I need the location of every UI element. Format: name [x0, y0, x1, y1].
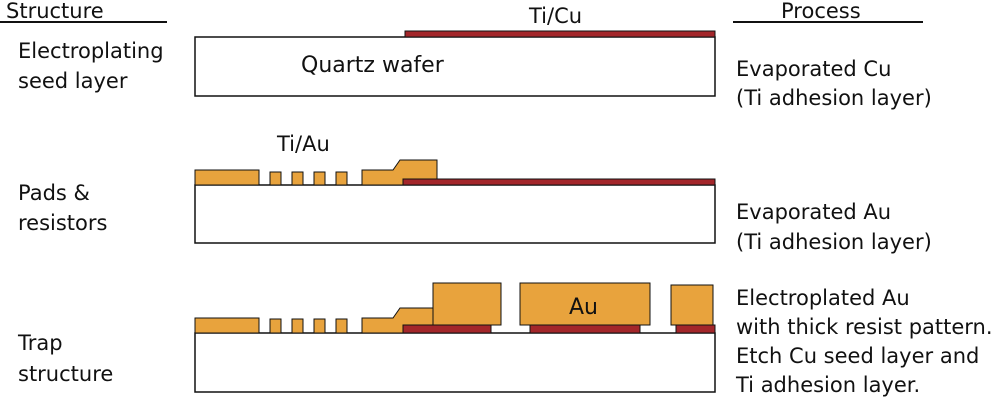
row2-ti-au-label: Ti/Au — [276, 132, 330, 156]
row2-resistor-4 — [335, 171, 348, 186]
row3-electroplated-au-block-2 — [519, 282, 651, 326]
row3-seed-layer-segment-3 — [675, 324, 716, 334]
row3-resistor-3 — [313, 318, 326, 334]
row2-quartz-wafer — [194, 184, 716, 244]
row1-process-line1: Evaporated Cu — [736, 57, 892, 81]
row2-resistor-1 — [269, 171, 282, 186]
row2-au-pad-left — [194, 169, 260, 186]
row3-seed-layer-segment-2 — [529, 324, 641, 334]
row3-resistor-1 — [269, 318, 282, 334]
row3-electroplated-au-block-3 — [670, 284, 714, 326]
row2-ti-cu-seed-layer — [402, 178, 716, 186]
row3-au-pad-left — [194, 317, 260, 334]
row1-quartz-wafer-label: Quartz wafer — [301, 53, 445, 78]
row1-structure-line2: seed layer — [18, 69, 128, 93]
row2-process-line2: (Ti adhesion layer) — [736, 230, 932, 254]
row1-ti-cu-seed-layer — [404, 30, 716, 38]
row3-quartz-wafer — [194, 332, 716, 393]
row2-structure-line1: Pads & — [18, 181, 90, 205]
ti-cu-label: Ti/Cu — [529, 4, 583, 28]
row1-structure-line1: Electroplating — [18, 39, 164, 63]
row2-process-line1: Evaporated Au — [736, 200, 892, 224]
row2-resistor-2 — [291, 171, 304, 186]
row3-au-label: Au — [569, 295, 598, 320]
row1-process-line2: (Ti adhesion layer) — [736, 86, 932, 110]
row3-seed-layer-segment-1 — [402, 324, 492, 334]
row3-structure-line2: structure — [18, 362, 114, 386]
row3-structure-line1: Trap — [18, 331, 63, 355]
row3-process-line1: Electroplated Au — [736, 286, 910, 310]
row2-resistor-3 — [313, 171, 326, 186]
row3-resistor-4 — [335, 318, 348, 334]
row2-structure-line2: resistors — [18, 211, 108, 235]
row1-quartz-wafer — [194, 36, 716, 97]
structure-header: Structure — [6, 0, 104, 23]
process-header: Process — [781, 0, 861, 23]
row3-process-line2: with thick resist pattern. — [736, 315, 993, 339]
row2-au-pad-right — [361, 159, 438, 186]
structure-header-rule — [0, 21, 167, 23]
row3-resistor-2 — [291, 318, 304, 334]
row3-process-line4: Ti adhesion layer. — [736, 373, 921, 397]
row3-electroplated-au-block-1 — [432, 282, 502, 326]
process-header-rule — [733, 21, 923, 23]
row3-process-line3: Etch Cu seed layer and — [736, 344, 980, 368]
